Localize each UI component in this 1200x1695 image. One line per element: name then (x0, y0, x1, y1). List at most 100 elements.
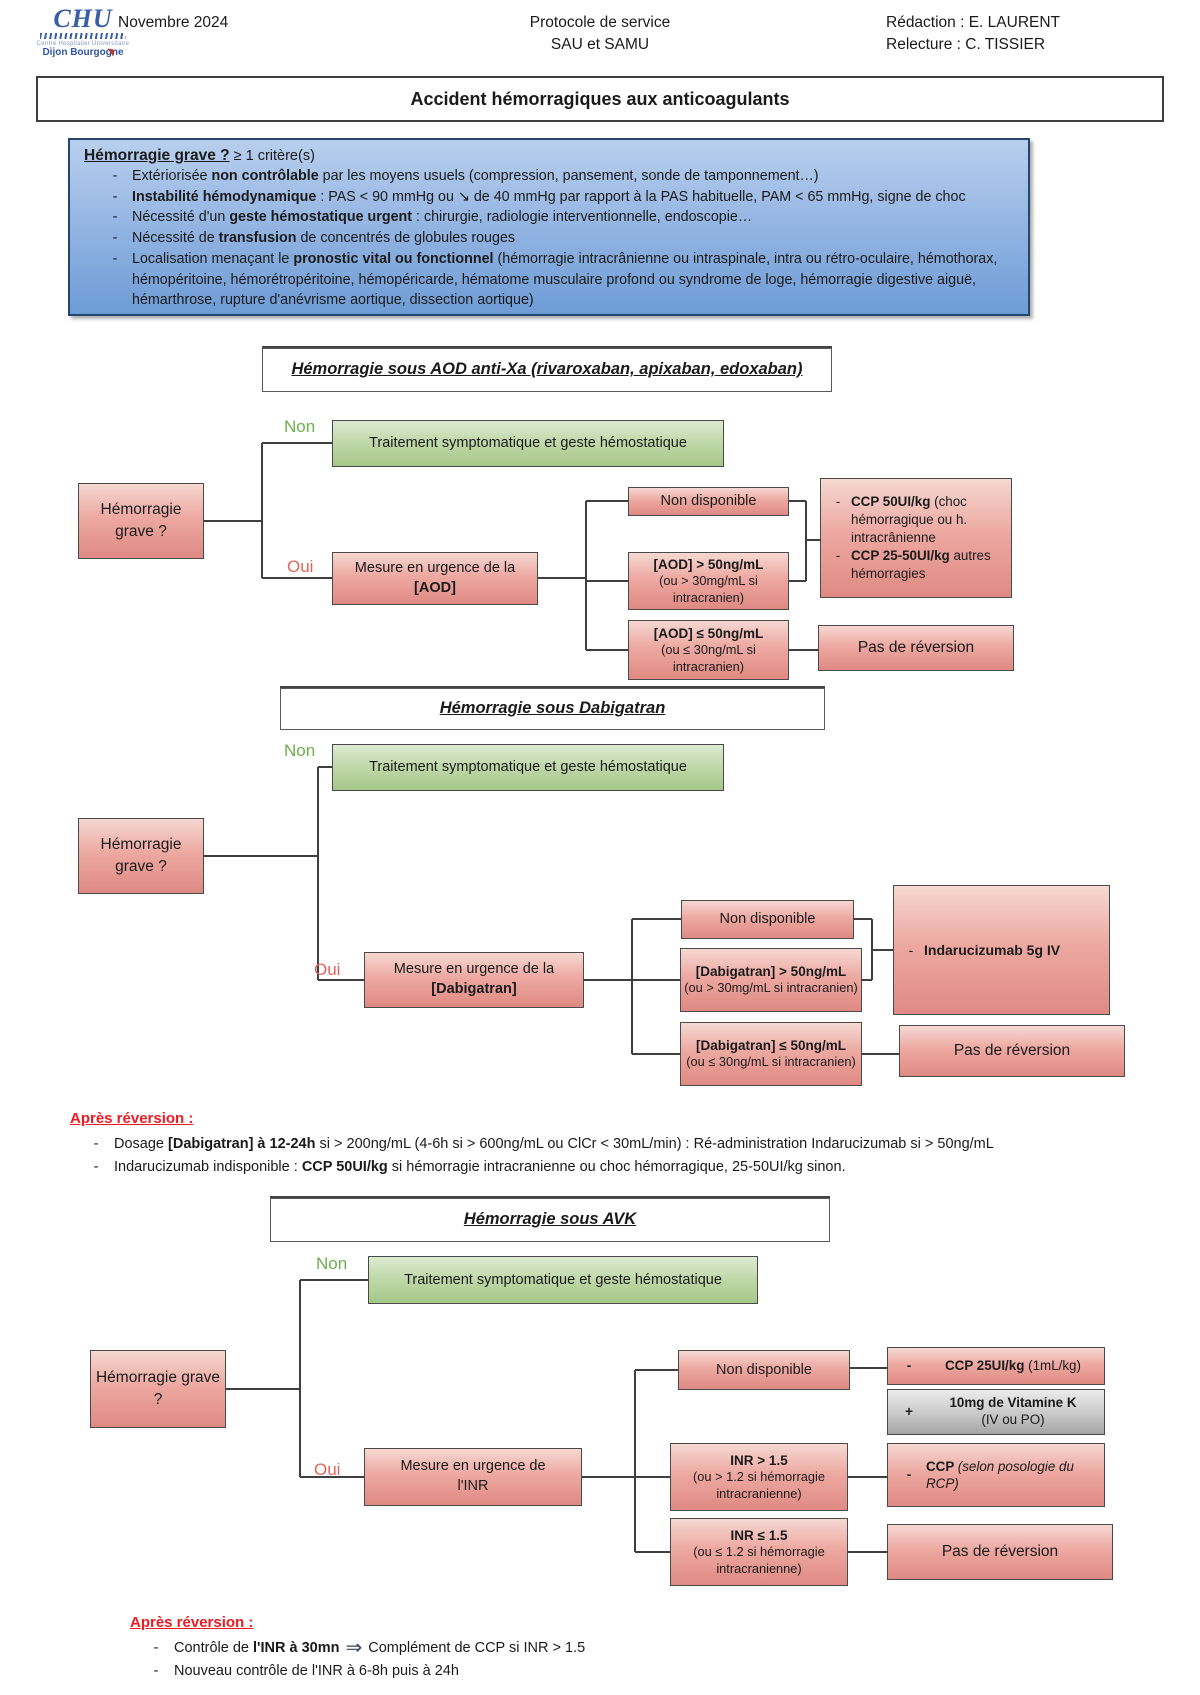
mesure-line2: l'INR (457, 1478, 489, 1494)
header-service-line: SAU et SAMU (550, 35, 650, 53)
bullet-text: Nouveau contrôle de l'INR à 6-8h puis à … (174, 1663, 459, 1680)
flow-avk-label-non: Non (316, 1254, 348, 1273)
document-title-box: Accident hémorragiques aux anticoagulant… (36, 76, 1164, 122)
apres-reversion-dabigatran: Après réversion : -Dosage [Dabigatran] à… (70, 1108, 1140, 1181)
vitamine-k-text: 10mg de Vitamine K (IV ou PO) (926, 1395, 1100, 1429)
chu-logo-city: Dijon Bourgogne (42, 47, 124, 58)
criteria-heading: Hémorragie grave ? (84, 147, 230, 164)
connectors-avk (226, 1279, 887, 1553)
mesure-line2: [AOD] (414, 579, 456, 596)
flow-dabigatran-label-oui: Oui (314, 960, 341, 979)
cond-line1: [AOD] > 50ng/mL (653, 556, 764, 572)
flow-aod-grave-box: Hémorragie grave ? (78, 483, 204, 559)
cond-line2: (ou > 1.2 si hémorragie intracranienne) (693, 1469, 825, 1501)
bullet-item: -CCP 25-50UI/kg autres hémorragies (825, 547, 1007, 583)
cond-line2: (ou > 30mg/mL si intracranien) (684, 980, 858, 996)
bullet-text: Contrôle de l'INR à 30mn⇒Complément de C… (174, 1637, 586, 1659)
chu-logo-org: Centre Hospitalier Universitaire (36, 41, 130, 47)
header-date: Novembre 2024 (118, 14, 229, 31)
bullet-item: -Nécessité de transfusion de concentrés … (84, 228, 1016, 249)
mesure-line2: [Dabigatran] (431, 981, 517, 997)
bullet-marker: - (112, 230, 118, 247)
bullet-item: -Dosage [Dabigatran] à 12-24h si > 200ng… (70, 1134, 1140, 1154)
flow-aod-cond-inf-box: [AOD] ≤ 50ng/mL (ou ≤ 30ng/mL si intracr… (628, 620, 789, 680)
flow-dabigatran-cond-inf-box: [Dabigatran] ≤ 50ng/mL (ou ≤ 30ng/mL si … (680, 1022, 862, 1086)
flow-avk-symptomatic-box: Traitement symptomatique et geste hémost… (368, 1256, 758, 1304)
bullet-item: -Nécessité d'un geste hémostatique urgen… (84, 207, 1016, 228)
cond-line1: [Dabigatran] > 50ng/mL (695, 964, 847, 980)
mesure-line1: Mesure en urgence de la (393, 961, 555, 978)
chu-logo-acronym: CHU (53, 4, 113, 33)
bullet-text: Extériorisée non contrôlable par les moy… (132, 168, 819, 184)
cond-line1: INR ≤ 1.5 (730, 1527, 788, 1543)
bullet-item: -Contrôle de l'INR à 30mn⇒Complément de … (130, 1638, 1130, 1658)
flow-dabigatran-cond-sup-box: [Dabigatran] > 50ng/mL (ou > 30mg/mL si … (680, 948, 862, 1012)
bullet-marker: - (153, 1663, 159, 1680)
bullet-text: Indarucizumab 5g IV (924, 941, 1061, 958)
bullet-marker: - (112, 188, 118, 205)
flow-dabigatran-title: Hémorragie sous Dabigatran (439, 699, 666, 718)
vitk-line1: 10mg de Vitamine K (949, 1395, 1077, 1411)
bullet-item: -Localisation menaçant le pronostic vita… (84, 249, 1016, 311)
flow-avk-ccp-rcp-box: - CCP (selon posologie du RCP) (887, 1443, 1105, 1507)
flow-aod-title: Hémorragie sous AOD anti-Xa (rivaroxaban… (291, 360, 803, 379)
flow-dabigatran-pas-de-reversion-box: Pas de réversion (899, 1025, 1125, 1077)
plus-marker: + (905, 1404, 913, 1420)
flow-aod-cond-sup-box: [AOD] > 50ng/mL (ou > 30mg/mL si intracr… (628, 552, 789, 610)
bullet-text: Dosage [Dabigatran] à 12-24h si > 200ng/… (114, 1136, 994, 1152)
bullet-marker: - (908, 941, 914, 958)
chu-logo-hatch-icon (40, 33, 126, 39)
bullet-item: -Indarucizumab 5g IV (898, 941, 1105, 960)
flow-dabigatran-indarucizumab-box: -Indarucizumab 5g IV (893, 885, 1110, 1015)
cond-line1: INR > 1.5 (730, 1452, 788, 1468)
flow-aod-nondisponible-box: Non disponible (628, 487, 789, 516)
flow-avk-mesure-box: Mesure en urgence de l'INR (364, 1448, 582, 1506)
flow-avk-ccp25-box: - CCP 25UI/kg (1mL/kg) (887, 1347, 1105, 1385)
bullet-item: -Nouveau contrôle de l'INR à 6-8h puis à… (130, 1661, 1130, 1681)
bullet-marker: - (93, 1136, 99, 1152)
bullet-marker: - (835, 548, 841, 564)
flow-avk-cond-inf-box: INR ≤ 1.5 (ou ≤ 1.2 si hémorragie intrac… (670, 1518, 848, 1586)
header-center: Protocole de service SAU et SAMU (0, 12, 1200, 55)
chu-logo: CHU Centre Hospitalier Universitaire Dij… (28, 4, 138, 59)
criteria-suffix: ≥ 1 critère(s) (229, 148, 315, 164)
bullet-item: -CCP 50UI/kg (choc hémorragique ou h. in… (825, 493, 1007, 547)
bullet-text: Instabilité hémodynamique : PAS < 90 mmH… (132, 188, 966, 205)
flow-dabigatran-nondisponible-box: Non disponible (681, 900, 854, 939)
criteria-list: -Extériorisée non contrôlable par les mo… (84, 166, 1016, 311)
flow-avk-label-oui: Oui (314, 1460, 341, 1479)
bullet-marker: - (112, 209, 118, 226)
apres-reversion-list: -Contrôle de l'INR à 30mn⇒Complément de … (130, 1638, 1130, 1682)
bullet-item: -Indarucizumab indisponible : CCP 50UI/k… (70, 1157, 1140, 1177)
bullet-text: Localisation menaçant le pronostic vital… (132, 250, 998, 309)
flow-dabigatran-mesure-box: Mesure en urgence de la [Dabigatran] (364, 952, 584, 1008)
bullet-text: Nécessité de transfusion de concentrés d… (132, 230, 516, 247)
bullet-marker: - (112, 168, 118, 184)
bullet-item: -Extériorisée non contrôlable par les mo… (84, 166, 1016, 187)
flow-avk-cond-sup-box: INR > 1.5 (ou > 1.2 si hémorragie intrac… (670, 1443, 848, 1511)
flow-avk-pas-de-reversion-box: Pas de réversion (887, 1524, 1113, 1580)
mesure-line1: Mesure en urgence de la (354, 559, 516, 576)
mesure-line1: Mesure en urgence de (400, 1458, 546, 1475)
cond-line2: (ou ≤ 1.2 si hémorragie intracranienne) (693, 1544, 825, 1576)
flow-dabigatran-symptomatic-box: Traitement symptomatique et geste hémost… (332, 744, 724, 791)
header-credits: Rédaction : E. LAURENT Relecture : C. TI… (886, 12, 1060, 55)
bullet-marker: - (153, 1640, 159, 1656)
bullet-text: Nécessité d'un geste hémostatique urgent… (132, 209, 753, 226)
cond-line2: (ou ≤ 30ng/mL si intracranien) (661, 642, 756, 674)
flow-aod-symptomatic-box: Traitement symptomatique et geste hémost… (332, 420, 724, 467)
flow-aod-title-box: Hémorragie sous AOD anti-Xa (rivaroxaban… (262, 348, 832, 392)
document-title: Accident hémorragiques aux anticoagulant… (410, 88, 790, 109)
bullet-text: Indarucizumab indisponible : CCP 50UI/kg… (114, 1159, 846, 1176)
vitk-line2: (IV ou PO) (981, 1412, 1045, 1427)
bullet-marker: - (835, 493, 841, 509)
flow-dabigatran-title-box: Hémorragie sous Dabigatran (280, 688, 825, 730)
bullet-text: CCP 25-50UI/kg autres hémorragies (851, 548, 991, 582)
flow-dabigatran-grave-box: Hémorragie grave ? (78, 818, 204, 894)
header-redaction: Rédaction : E. LAURENT (886, 14, 1061, 31)
apres-reversion-heading: Après réversion : (70, 1110, 194, 1127)
ccp25-text: CCP 25UI/kg (1mL/kg) (945, 1358, 1081, 1374)
connectors-aod (204, 442, 820, 651)
flow-aod-label-oui: Oui (287, 557, 314, 576)
apres-reversion-avk: Après réversion : -Contrôle de l'INR à 3… (130, 1612, 1130, 1685)
